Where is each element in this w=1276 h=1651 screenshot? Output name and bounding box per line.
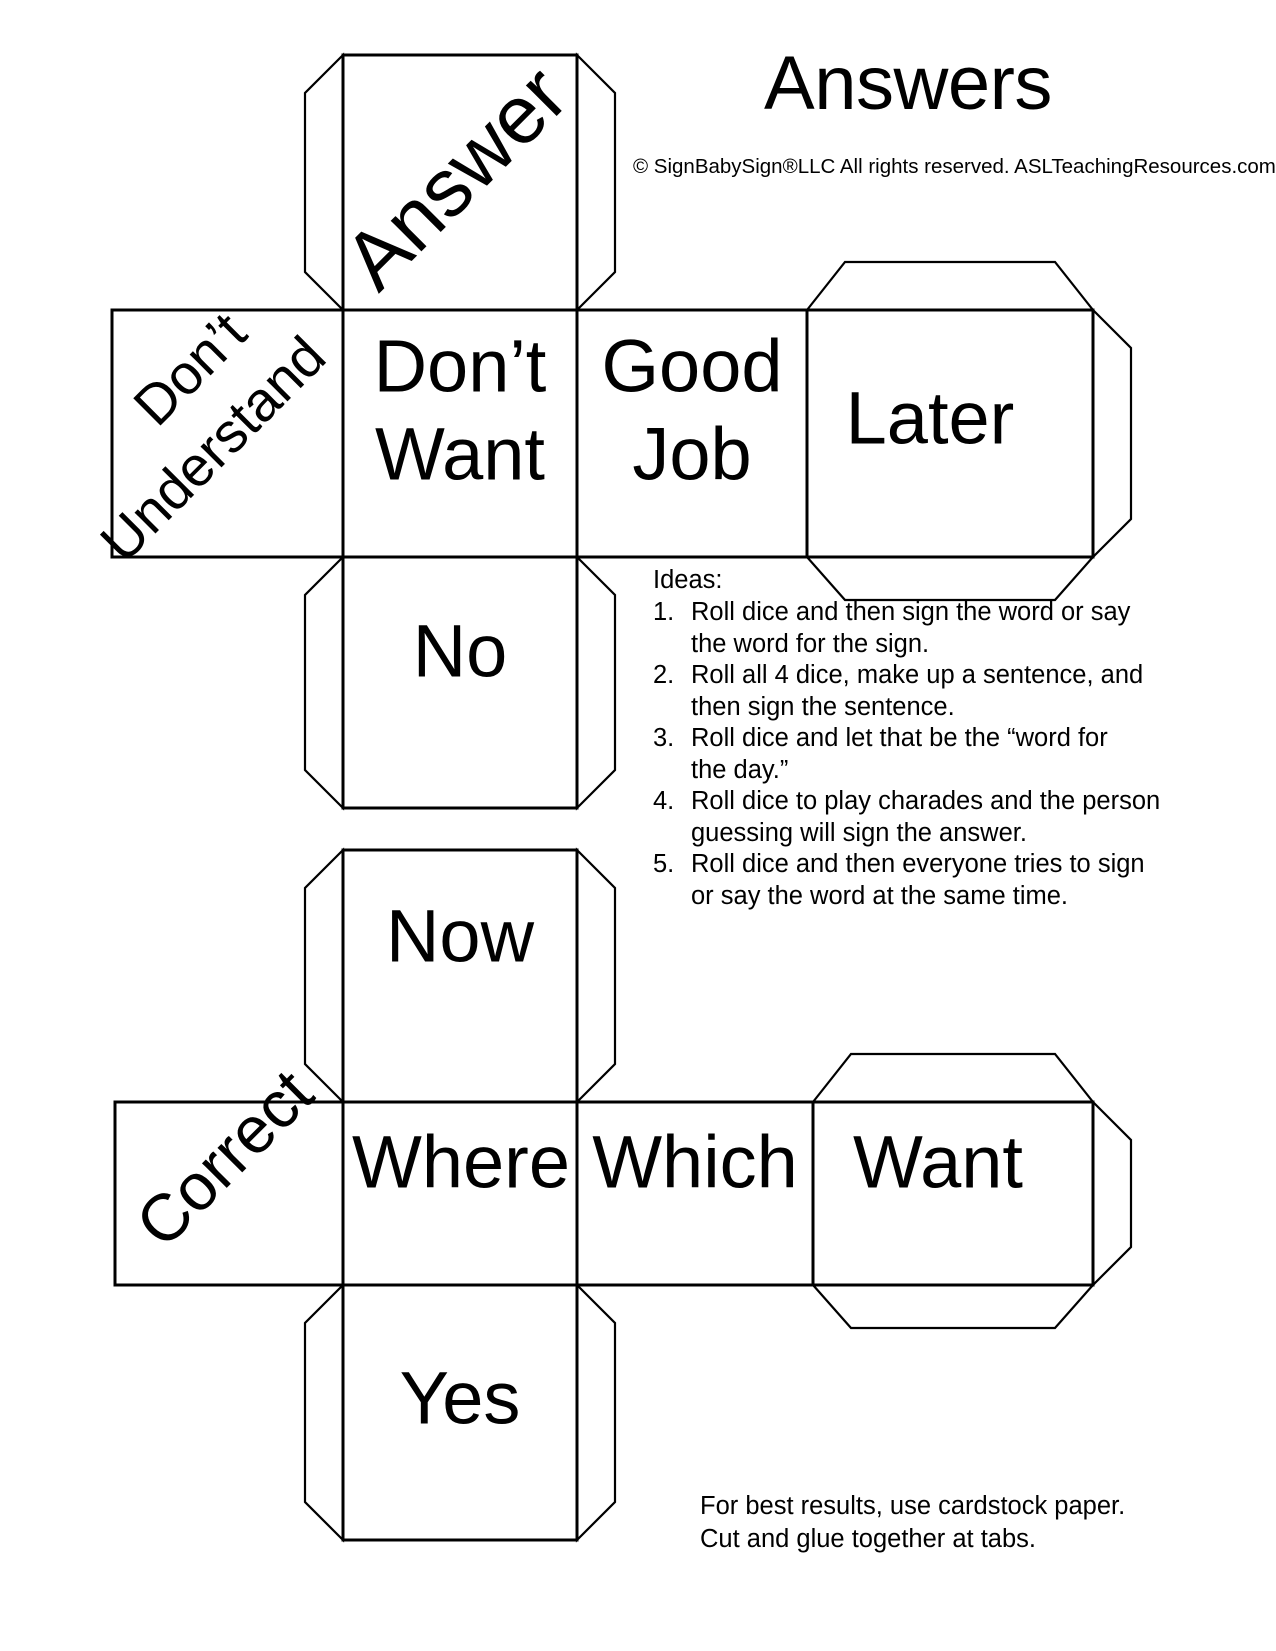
ideas-item-number: 5. [653,850,675,879]
page-title: Answers [764,41,1052,126]
list-item: 3. Roll dice and let that be the “word f… [653,723,1183,786]
face-label-where: Where [352,1121,570,1204]
face-label-dont-want-line2: Want [375,413,545,496]
ideas-item-line2: the word for the sign. [691,629,930,658]
footnote-line-1: For best results, use cardstock paper. [700,1492,1126,1520]
face-correct[interactable] [113,1100,345,1287]
ideas-item-line2: the day.” [691,755,789,784]
ideas-item-number: 4. [653,787,675,816]
ideas-item-line1: Roll dice and let that be the “word for [691,724,1108,753]
face-label-which: Which [592,1121,798,1204]
ideas-item-line2: guessing will sign the answer. [691,818,1027,847]
face-yes[interactable] [341,1283,579,1542]
face-label-yes: Yes [400,1357,521,1440]
copyright-notice: © SignBabySign®LLC All rights reserved. … [633,155,1276,178]
face-label-want: Want [853,1121,1023,1204]
face-no[interactable] [341,555,579,810]
face-label-good-job-line1: Good [601,325,782,408]
ideas-item-line1: Roll all 4 dice, make up a sentence, and [691,661,1144,690]
ideas-heading: Ideas: [653,566,723,594]
ideas-item-line1: Roll dice and then everyone tries to sig… [691,850,1145,879]
glue-tab-want-top [810,1052,1096,1104]
list-item: 2. Roll all 4 dice, make up a sentence, … [653,660,1183,723]
list-item: 4. Roll dice to play charades and the pe… [653,786,1183,849]
glue-tab-yes-left [303,1282,345,1543]
ideas-item-number: 1. [653,598,675,627]
face-label-now: Now [386,895,535,978]
face-which[interactable] [575,1100,815,1287]
upper-net-faces [110,53,1095,810]
face-label-later: Later [846,377,1015,460]
face-dont-understand[interactable] [110,308,345,559]
glue-tab-now-left [303,847,345,1105]
list-item: 5. Roll dice and then everyone tries to … [653,849,1183,912]
face-dont-want[interactable] [341,308,579,559]
face-label-good-job-line2: Job [632,413,751,496]
footnote-section: For best results, use cardstock paper. C… [700,1490,1170,1556]
ideas-item-number: 2. [653,661,675,690]
lower-net-faces [113,848,1095,1542]
glue-tab-want-right [1091,1099,1133,1288]
ideas-section: Ideas: 1. Roll dice and then sign the wo… [653,565,1183,912]
face-label-no: No [413,610,508,693]
ideas-item-number: 3. [653,724,675,753]
ideas-item-line1: Roll dice to play charades and the perso… [691,787,1161,816]
ideas-item-line2: then sign the sentence. [691,692,955,721]
ideas-item-line1: Roll dice and then sign the word or say [691,598,1131,627]
face-good-job[interactable] [575,308,809,559]
face-now[interactable] [341,848,579,1104]
glue-tab-want-bottom [810,1283,1096,1330]
face-want[interactable] [811,1100,1095,1287]
ideas-item-line2: or say the word at the same time. [691,881,1068,910]
glue-tab-yes-right [575,1282,617,1543]
lower-net-tabs [303,847,1133,1543]
ideas-list: 1. Roll dice and then sign the word or s… [653,597,1183,912]
glue-tab-now-right [575,847,617,1105]
face-label-dont-want-line1: Don’t [374,325,547,408]
footnote-line-2: Cut and glue together at tabs. [700,1525,1036,1554]
list-item: 1. Roll dice and then sign the word or s… [653,597,1183,660]
face-later[interactable] [805,308,1095,559]
